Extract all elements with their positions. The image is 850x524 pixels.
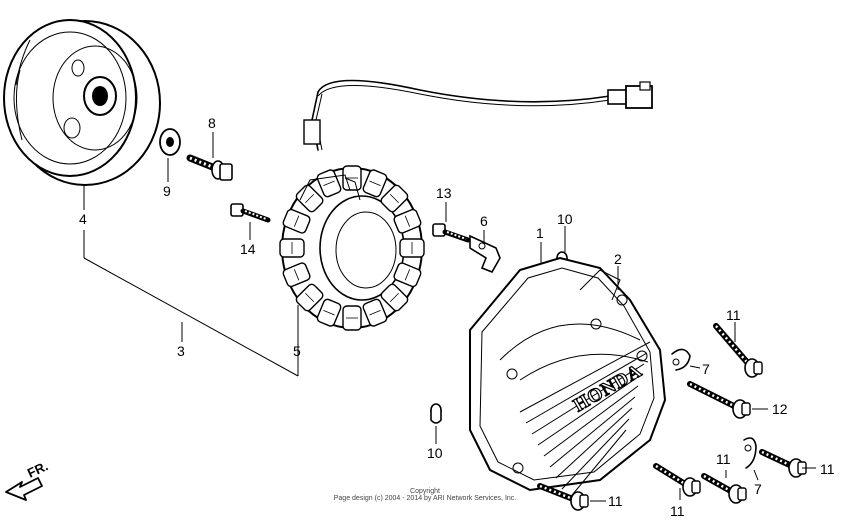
stator-coil-winding	[293, 215, 300, 227]
callout-7-lower: 7	[754, 481, 762, 497]
cover-fin	[537, 374, 642, 446]
cover-fin	[531, 363, 645, 435]
callout-12: 12	[772, 401, 788, 417]
callout-8: 8	[208, 115, 216, 131]
stator-coils	[279, 165, 425, 331]
callout-9: 9	[163, 183, 171, 199]
dowel-pin-lower	[430, 403, 442, 424]
callout-6: 6	[480, 213, 488, 229]
cover-fin	[519, 341, 651, 413]
stator-coil-winding	[323, 180, 335, 186]
cover-fin	[567, 429, 627, 501]
callout-2: 2	[614, 251, 622, 267]
stator	[279, 79, 653, 331]
setting-bolt	[432, 223, 471, 243]
wire-clamp-upper	[671, 348, 691, 371]
stator-coil-winding	[404, 215, 411, 227]
cover-fin	[525, 352, 648, 424]
callout-14: 14	[240, 241, 256, 257]
bolt	[759, 449, 807, 478]
stator-coil-winding	[293, 269, 300, 281]
callout-13: 13	[436, 185, 452, 201]
callout-10-lower: 10	[427, 445, 443, 461]
leader-lines	[83, 132, 816, 502]
flywheel	[3, 19, 161, 186]
stator-coil-winding	[389, 292, 399, 303]
stator-coil-winding	[404, 269, 411, 281]
flange-bolt	[186, 154, 233, 181]
wire-clamp-lower	[743, 437, 757, 469]
cover-fins	[519, 341, 651, 501]
cover-fin	[555, 407, 633, 479]
stator-coil-winding	[305, 193, 315, 204]
callout-5: 5	[293, 343, 301, 359]
bolt	[713, 323, 763, 378]
callout-11-right-bottom: 11	[820, 461, 835, 477]
stator-coil-winding	[389, 193, 399, 204]
cover-bolts	[537, 323, 807, 511]
bolt	[701, 473, 747, 504]
copyright-line-2: Page design (c) 2004 - 2014 by ARI Netwo…	[333, 495, 517, 502]
callout-1: 1	[536, 225, 544, 241]
callout-4: 4	[79, 211, 87, 227]
callout-11-right-top: 11	[726, 307, 741, 323]
callout-10-upper: 10	[557, 211, 573, 227]
stator-bolt	[230, 203, 271, 223]
cover-fin	[561, 418, 630, 490]
wire-holder-plate	[469, 234, 501, 274]
front-direction-label: FR.	[25, 458, 50, 480]
cover-fin	[549, 396, 636, 468]
bolt	[687, 381, 751, 419]
callout-7-upper: 7	[702, 361, 710, 377]
washer	[159, 128, 181, 156]
callout-11-lower-left: 11	[608, 493, 623, 509]
stator-coil-winding	[305, 292, 315, 303]
stator-coil-winding	[323, 310, 335, 316]
callout-11-bottom: 11	[670, 503, 685, 519]
cover-fin	[543, 385, 639, 457]
callout-3: 3	[177, 343, 185, 359]
part-callouts: 4 9 8 14 3 5 13 6 1 10 2 10 11 7 12 11 1…	[79, 115, 835, 519]
stator-coil-winding	[369, 310, 381, 316]
left-crankcase-cover: HONDA	[469, 256, 667, 501]
bolt	[537, 483, 589, 511]
stator-coil-winding	[369, 180, 381, 186]
bolt	[653, 463, 701, 497]
copyright-line-1: Copyright	[410, 488, 440, 495]
callout-11-mid: 11	[716, 451, 731, 467]
